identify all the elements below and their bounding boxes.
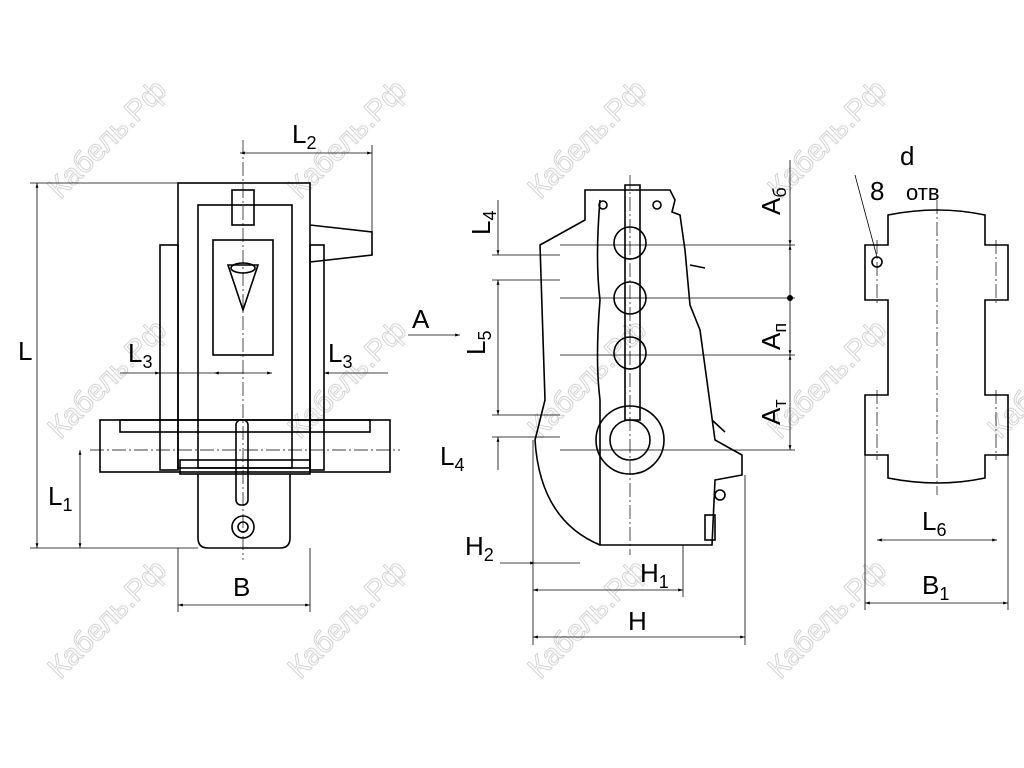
dim-L1: L1 [48, 481, 72, 515]
dim-L3-left: L3 [128, 338, 152, 372]
watermark-text: Кабель.Рф [762, 554, 893, 685]
dim-L5: L5 [461, 331, 495, 355]
dim-B: B [233, 572, 250, 602]
dim-H2: H2 [465, 531, 494, 565]
watermark-text: Кабель.Рф [282, 314, 413, 445]
dim-L: L [18, 336, 32, 366]
front-view [30, 140, 461, 612]
side-view [492, 160, 795, 645]
watermark-text: Кабель.Рф [42, 74, 173, 205]
dim-H: H [628, 606, 647, 636]
view-A-label: A [412, 304, 430, 334]
dim-L4-top: L4 [466, 211, 500, 235]
base-view [854, 174, 1009, 610]
dim-L3-right: L3 [328, 338, 352, 372]
dim-A-p: Aп [756, 323, 790, 350]
hole-count: 8 [870, 176, 884, 206]
watermark-text: Кабель.Рф [982, 314, 1024, 445]
dim-L2: L2 [292, 119, 316, 153]
watermark-text: Кабель.Рф [282, 554, 413, 685]
hole-count-text: отв [906, 180, 940, 205]
dim-A-b: Aб [756, 187, 790, 215]
dim-L6: L6 [922, 506, 946, 540]
hole-diameter-d: d [900, 141, 914, 171]
dim-A-t: Aт [756, 399, 790, 425]
watermark-text: Кабель.Рф [522, 314, 653, 445]
dim-B1: B1 [922, 570, 949, 604]
dim-L4-bottom: L4 [440, 441, 464, 475]
watermark-text: Кабель.Рф [42, 314, 173, 445]
watermark-text: Кабель.Рф [42, 554, 173, 685]
dim-H1: H1 [640, 558, 669, 592]
